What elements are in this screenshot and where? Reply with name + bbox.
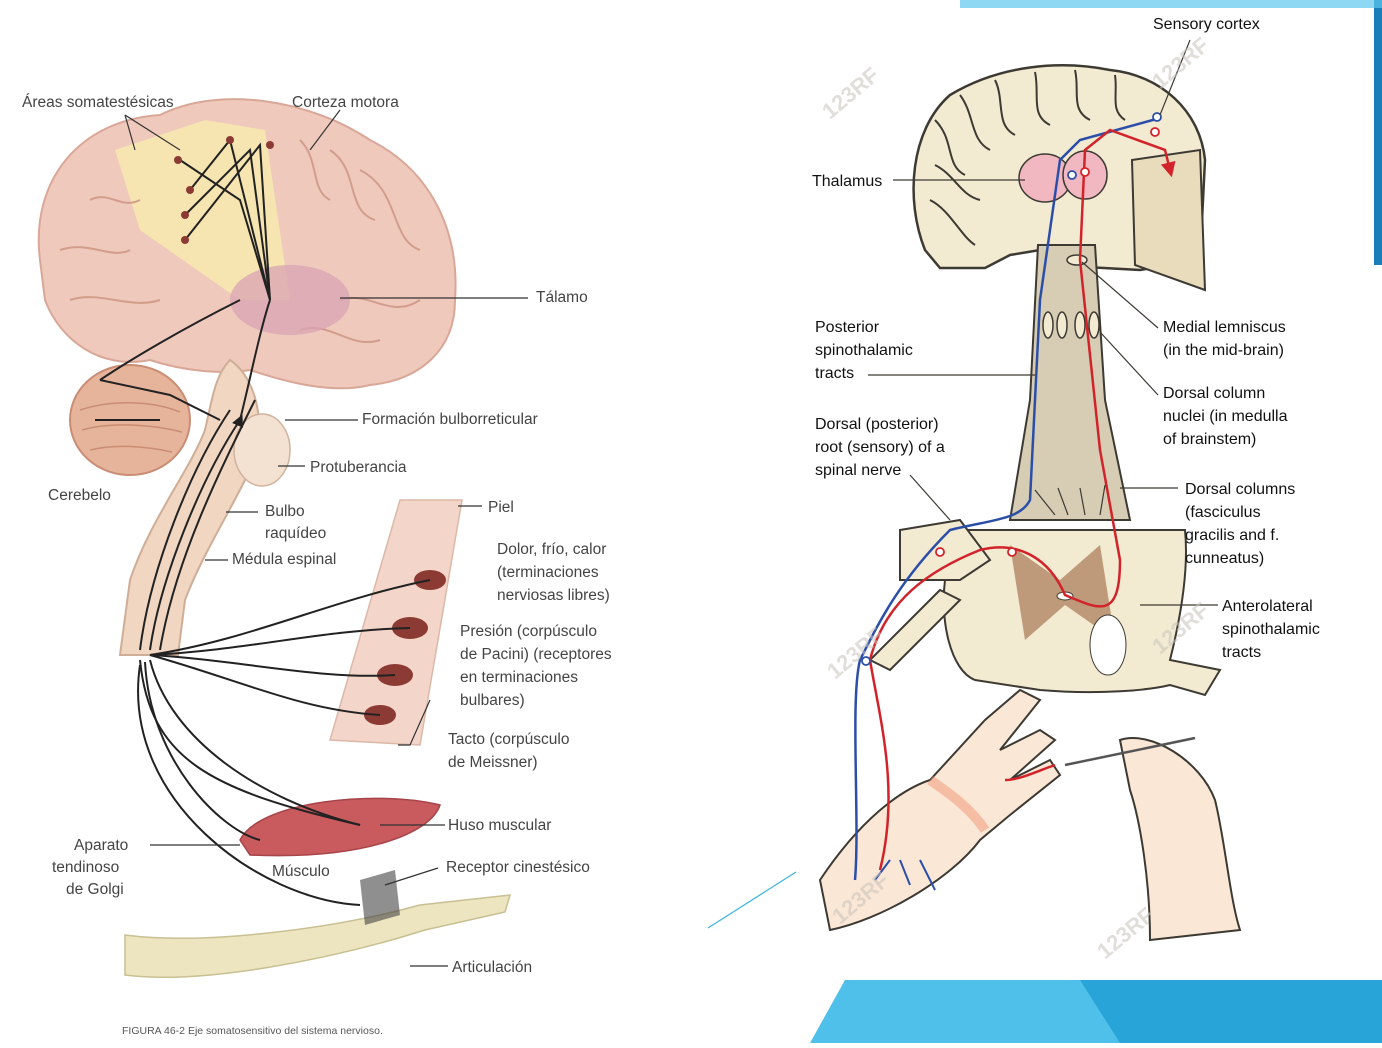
label-protuberancia: Protuberancia [310, 459, 407, 476]
label-formacion: Formación bulborreticular [362, 411, 538, 428]
label-antero-2: spinothalamic [1222, 621, 1320, 638]
label-antero-1: Anterolateral [1222, 598, 1313, 615]
label-articulacion: Articulación [452, 959, 532, 976]
label-presion-4: bulbares) [460, 692, 525, 709]
label-root-2: root (sensory) of a [815, 439, 945, 456]
label-aparato-1: Aparato [74, 837, 128, 854]
label-dolor-3: nerviosas libres) [497, 587, 610, 604]
label-medial-2: (in the mid-brain) [1163, 342, 1284, 359]
label-antero-3: tracts [1222, 644, 1261, 661]
label-presion-1: Presión (corpúsculo [460, 623, 597, 640]
label-aparato-3: de Golgi [66, 881, 124, 898]
label-sensory-cortex: Sensory cortex [1153, 16, 1260, 33]
label-thalamus: Thalamus [812, 173, 882, 190]
right-figure: 123RF 123RF 123RF 123RF 123RF 123RF Sens… [812, 16, 1320, 964]
label-dolor-2: (terminaciones [497, 564, 599, 581]
left-figure: Áreas somatestésicas Corteza motora Tála… [22, 94, 612, 1037]
label-dcol-2: (fasciculus [1185, 504, 1261, 521]
label-medial-1: Medial lemniscus [1163, 319, 1286, 336]
label-bulbo-2: raquídeo [265, 525, 326, 542]
label-huso: Huso muscular [448, 817, 551, 834]
label-bulbo-1: Bulbo [265, 503, 305, 520]
label-post-3: tracts [815, 365, 854, 382]
svg-text:123RF: 123RF [817, 62, 884, 124]
label-post-1: Posterior [815, 319, 880, 336]
label-tacto-2: de Meissner) [448, 754, 538, 771]
label-dcol-4: cunneatus) [1185, 550, 1264, 567]
label-medula: Médula espinal [232, 551, 336, 568]
muscle-shape [240, 798, 440, 855]
label-dcol-1: Dorsal columns [1185, 481, 1295, 498]
label-root-3: spinal nerve [815, 462, 901, 479]
svg-text:123RF: 123RF [1147, 32, 1214, 94]
label-talamo: Tálamo [536, 289, 588, 306]
label-dcol-3: gracilis and f. [1185, 527, 1279, 544]
label-areas-somatestesicas: Áreas somatestésicas [22, 94, 174, 111]
label-piel: Piel [488, 499, 514, 516]
label-musculo: Músculo [272, 863, 330, 880]
label-tacto-1: Tacto (corpúsculo [448, 731, 569, 748]
label-dcn-2: nuclei (in medulla [1163, 408, 1288, 425]
label-post-2: spinothalamic [815, 342, 913, 359]
label-dcn-1: Dorsal column [1163, 385, 1265, 402]
label-corteza-motora: Corteza motora [292, 94, 399, 111]
label-dolor-1: Dolor, frío, calor [497, 541, 606, 558]
label-receptor: Receptor cinestésico [446, 859, 590, 876]
brainstem-right [1010, 245, 1130, 520]
svg-text:123RF: 123RF [1092, 902, 1159, 964]
label-presion-3: en terminaciones [460, 669, 578, 686]
label-root-1: Dorsal (posterior) [815, 416, 939, 433]
figure-caption: FIGURA 46-2 Eje somatosensitivo del sist… [122, 1025, 383, 1037]
label-aparato-2: tendinoso [52, 859, 119, 876]
label-dcn-3: of brainstem) [1163, 431, 1256, 448]
label-presion-2: de Pacini) (receptores [460, 646, 612, 663]
label-cerebelo: Cerebelo [48, 487, 111, 504]
thalamus-shape [230, 265, 350, 335]
